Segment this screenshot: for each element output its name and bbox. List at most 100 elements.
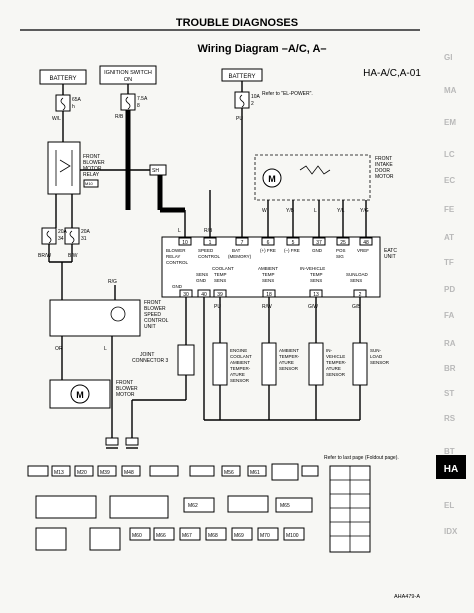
label-ambient-2: TEMP — [262, 272, 275, 277]
speed-label-2: BLOWER — [144, 306, 166, 312]
label-fre-plus: (+) FRE — [260, 248, 276, 253]
active-side-tab[interactable]: HA — [444, 464, 458, 475]
legend-conn: M13 — [54, 470, 64, 476]
label-pos-sig-1: POS — [336, 248, 346, 253]
figure-id: AHA479-A — [394, 594, 420, 600]
label-vref: VREF — [357, 248, 369, 253]
wire-yg: Y/G — [360, 208, 369, 214]
label-speed-control-1: SPEED — [198, 248, 214, 253]
eatc-label-1: EATC — [384, 248, 397, 254]
blower-relay-label-4: RELAY — [83, 172, 100, 178]
eatc-label-2: UNIT — [384, 254, 396, 260]
pin: 7 — [241, 240, 244, 246]
ambient-sensor-3: ATURE — [279, 360, 294, 365]
engine-sensor-6: SENSOR — [230, 378, 250, 383]
pin: 10 — [182, 240, 188, 246]
intake-label-1: FRONT — [375, 156, 392, 162]
ignition-on-label: ON — [124, 77, 132, 83]
side-tab[interactable]: EL — [444, 501, 454, 510]
svg-text:M: M — [268, 174, 276, 184]
active-tab-bg — [436, 455, 466, 479]
fuse-20a-b-label: 20A — [81, 229, 91, 235]
label-sens-gnd-1: SENS — [196, 272, 208, 277]
label-sunload-1: SUNLOAD — [346, 272, 369, 277]
fuse-10a-id: 2 — [251, 101, 254, 107]
side-tab[interactable]: RS — [444, 414, 456, 423]
side-tab[interactable]: GI — [444, 53, 452, 62]
battery-left-label: BATTERY — [49, 76, 76, 82]
eatc-top-pins: 10 1 7 6 5 37 25 48 — [178, 237, 373, 246]
pin: 48 — [363, 240, 369, 246]
invehicle-sensor-3: TEMPER- — [326, 360, 347, 365]
diagram-code: HA-A/C,A-01 — [363, 68, 421, 79]
legend-conn: M56 — [224, 470, 234, 476]
ignition-switch-label: IGNITION SWITCH — [104, 70, 152, 76]
wire-b: L — [314, 208, 317, 214]
side-tab[interactable]: TF — [444, 258, 454, 267]
side-tab[interactable]: ST — [444, 389, 454, 398]
side-tab[interactable]: BT — [444, 447, 455, 456]
connector-sh: SH — [152, 168, 159, 174]
wire-wl: W/L — [52, 116, 61, 122]
blower-relay-label-1: FRONT — [83, 154, 100, 160]
speed-label-1: FRONT — [144, 300, 161, 306]
legend-conn: M70 — [260, 533, 270, 539]
invehicle-sensor-1: IN- — [326, 348, 333, 353]
label-invehicle-1: IN-VEHICLE — [300, 266, 325, 271]
side-tab[interactable]: FE — [444, 205, 455, 214]
label-sunload-2: SENS — [350, 278, 362, 283]
side-tab[interactable]: AT — [444, 233, 454, 242]
battery-right-label: BATTERY — [228, 74, 255, 80]
blower-relay-label-2: BLOWER — [83, 160, 105, 166]
wire-b-speed: L — [104, 346, 107, 352]
side-tab[interactable]: RA — [444, 339, 456, 348]
pin: 39 — [217, 292, 223, 298]
legend-conn: M69 — [234, 533, 244, 539]
pin: 40 — [201, 292, 207, 298]
side-tab[interactable]: BR — [444, 364, 456, 373]
wire-pu-top: PU — [236, 116, 243, 122]
side-tab[interactable]: MA — [444, 86, 457, 95]
wire-rb: R/B — [115, 114, 124, 120]
engine-sensor-5: ATURE — [230, 372, 245, 377]
blower-relay-label-3: MOTOR — [83, 166, 102, 172]
side-tab[interactable]: EM — [444, 118, 456, 127]
fuse-20a-a-label: 20A — [58, 229, 68, 235]
speed-label-3: SPEED — [144, 312, 161, 318]
pin: 37 — [316, 240, 322, 246]
side-tab[interactable]: LC — [444, 150, 455, 159]
engine-sensor-1: ENGINE — [230, 348, 247, 353]
label-invehicle-3: SENS — [310, 278, 322, 283]
wire-bw: B/W — [68, 253, 78, 259]
eatc-top-wires: W Y/B L Y/L Y/G — [262, 200, 369, 237]
pin: 5 — [292, 240, 295, 246]
label-pos-sig-2: SIG — [336, 254, 344, 259]
blower-motor-label-1: FRONT — [116, 380, 133, 386]
invehicle-sensor-2: VEHICLE — [326, 354, 345, 359]
wire-gb: G/B — [352, 304, 361, 310]
legend-conn: M66 — [156, 533, 166, 539]
wire-brw: BR/W — [38, 253, 51, 259]
wire-w: W — [262, 208, 267, 214]
refer-power-text: Refer to "EL-POWER". — [262, 91, 313, 97]
wire-rg: R/G — [108, 279, 117, 285]
fuse-7.5a-id: 8 — [137, 103, 140, 109]
invehicle-sensor-5: SENSOR — [326, 372, 346, 377]
pin: 13 — [313, 292, 319, 298]
label-ambient-3: SENS — [262, 278, 274, 283]
wire-gw: G/W — [308, 304, 318, 310]
page-title: Wiring Diagram –A/C, A– — [197, 43, 326, 55]
legend-conn: M61 — [250, 470, 260, 476]
speed-label-5: UNIT — [144, 324, 156, 330]
fuse-20a-b-id: 31 — [81, 236, 87, 242]
side-tab[interactable]: EC — [444, 176, 455, 185]
side-tab[interactable]: IDX — [444, 527, 458, 536]
side-tab[interactable]: PD — [444, 285, 455, 294]
legend-conn: M68 — [208, 533, 218, 539]
invehicle-sensor-4: ATURE — [326, 366, 341, 371]
legend-conn: M62 — [188, 503, 198, 509]
label-ambient-1: AMBIENT — [258, 266, 278, 271]
side-tab[interactable]: FA — [444, 311, 454, 320]
wire-yl: Y/L — [337, 208, 345, 214]
